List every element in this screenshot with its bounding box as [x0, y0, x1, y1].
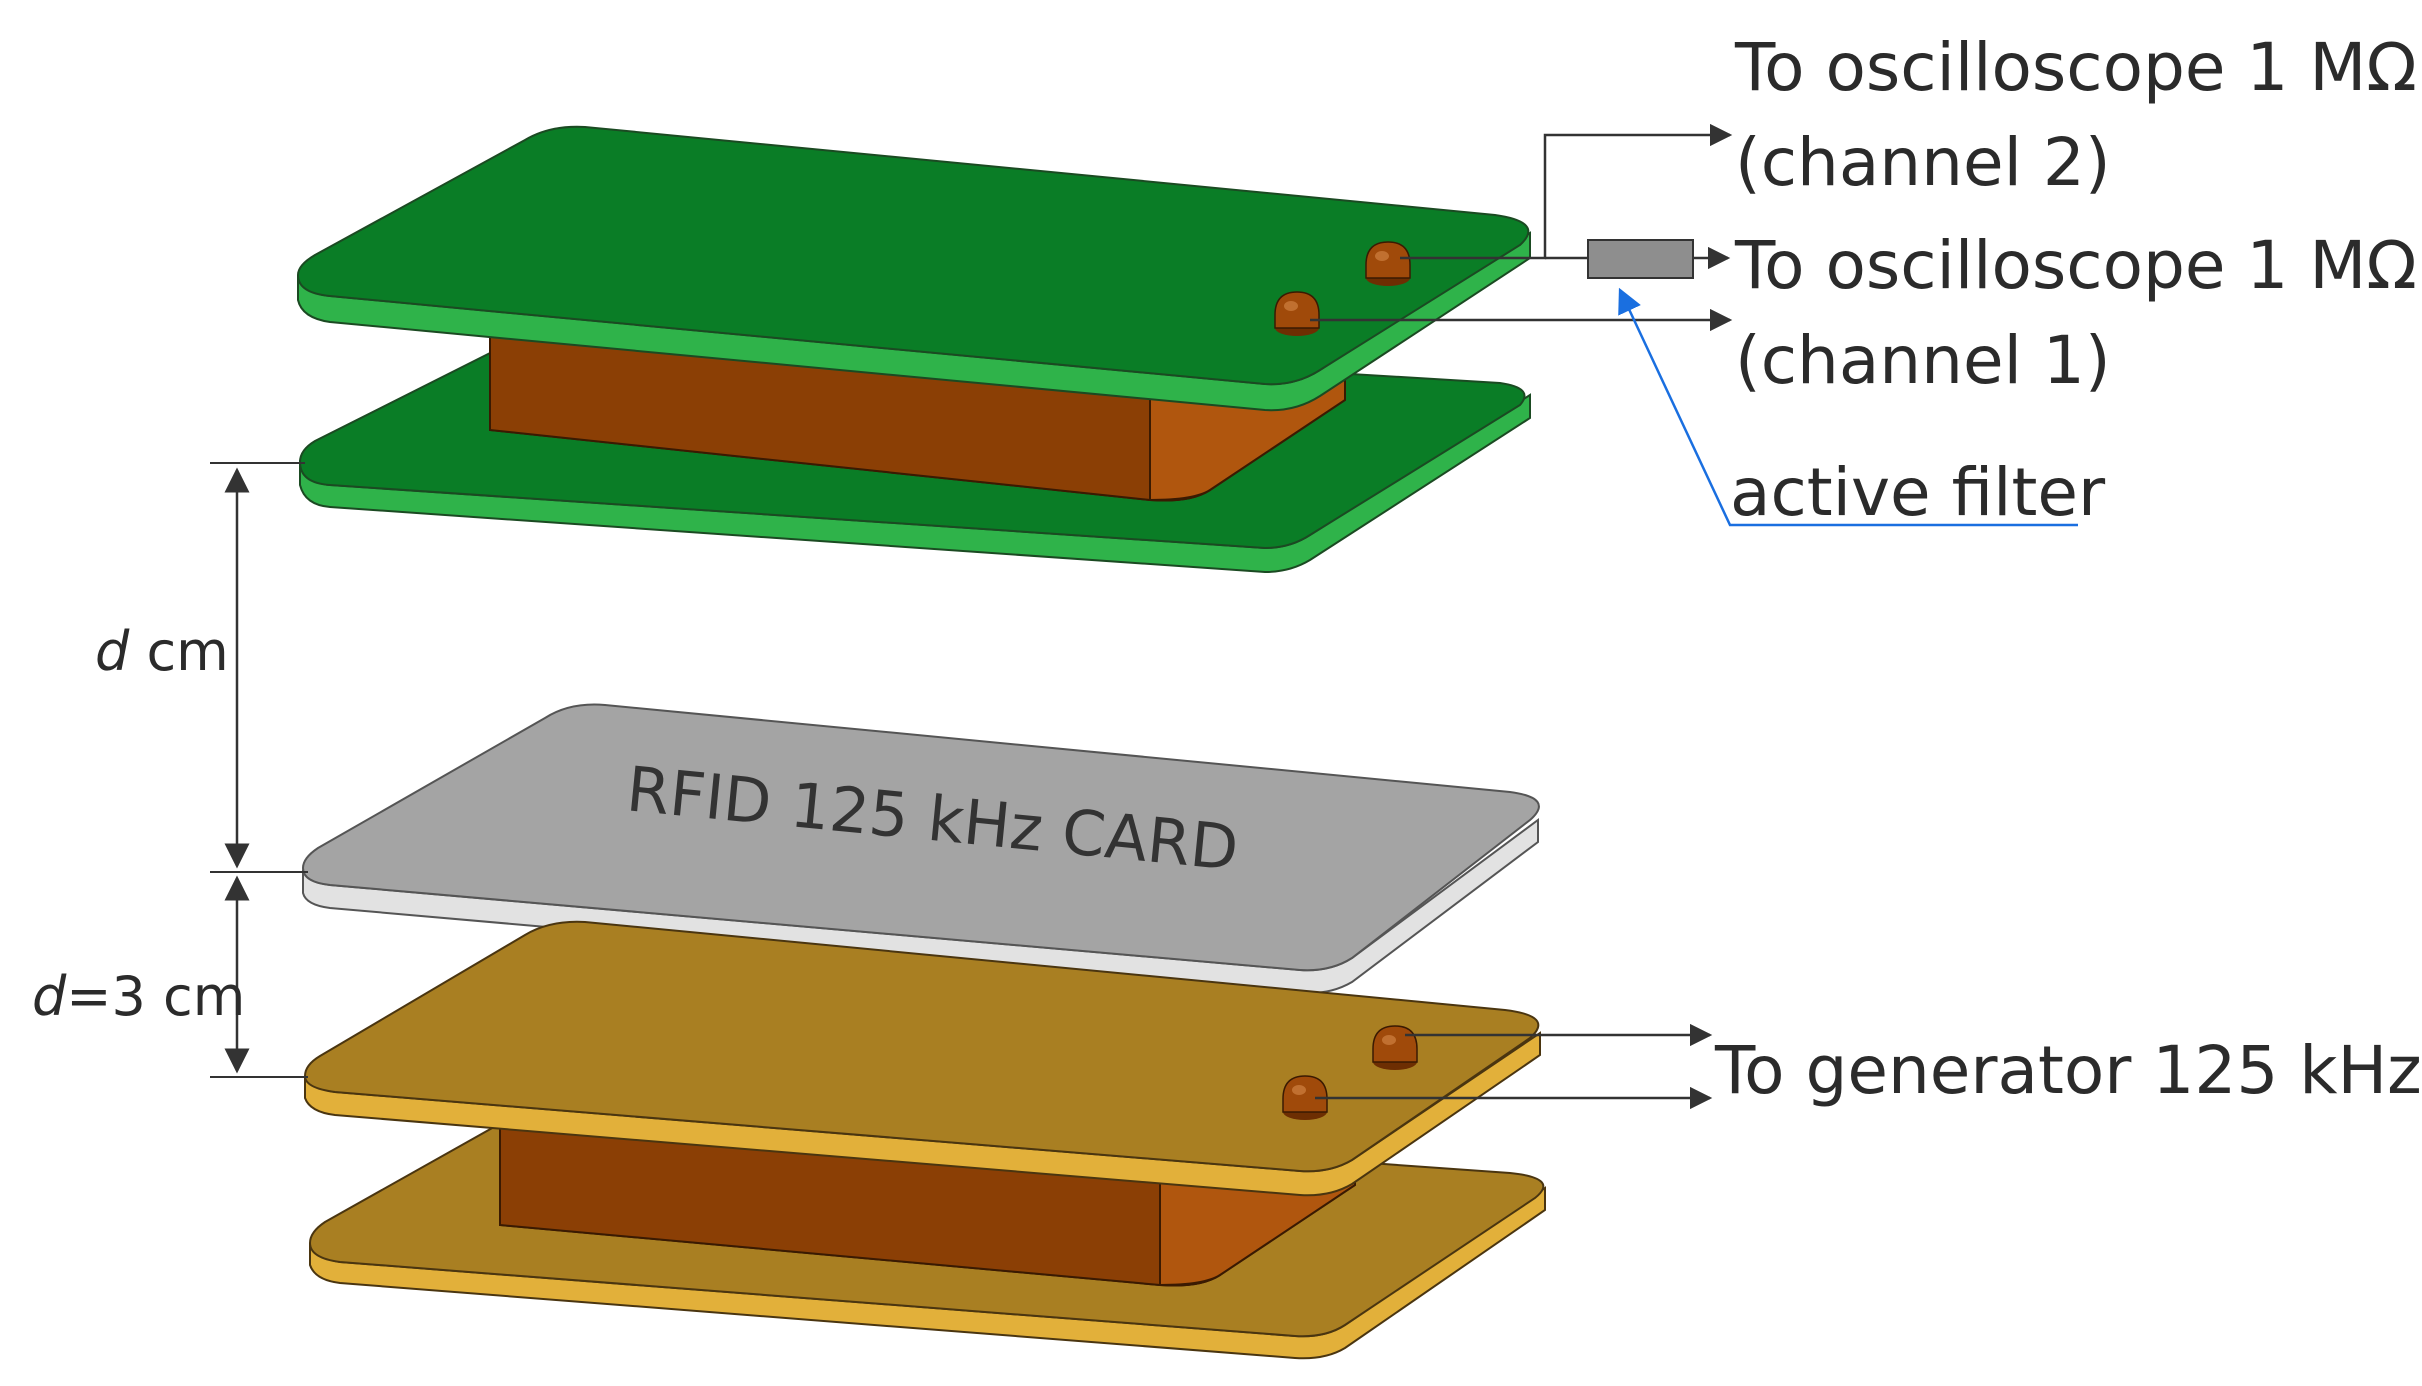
upper-distance-variable: d	[95, 620, 130, 683]
transmitter-pin-1	[1372, 1025, 1418, 1070]
channel-2-wire	[1400, 123, 1733, 260]
dimension-lower	[210, 875, 308, 1078]
transmitter-wires	[1315, 1023, 1713, 1110]
active-filter-pointer	[1618, 287, 2078, 527]
osc-channel-2-label-line1: To oscilloscope 1 MΩ	[1734, 29, 2417, 106]
osc-channel-1-label-line2: (channel 1)	[1735, 322, 2111, 399]
receiver-pin-1	[1365, 241, 1411, 286]
upper-distance-label: d cm	[95, 620, 229, 683]
transmitter-pin-2	[1282, 1075, 1328, 1120]
transmitter-coil-assembly	[303, 920, 1546, 1360]
upper-distance-unit: cm	[129, 620, 228, 683]
receiver-upper-plate	[296, 125, 1531, 412]
generator-label: To generator 125 kHz	[1714, 1032, 2422, 1109]
receiver-coil-assembly	[296, 125, 1531, 574]
active-filter-label: active filter	[1730, 454, 2106, 531]
lower-distance-label: d=3 cm	[32, 965, 245, 1028]
receiver-wires	[1310, 123, 1733, 332]
lower-distance-value: =3 cm	[66, 965, 245, 1028]
rfid-card: RFID 125 kHz CARD	[301, 703, 1540, 995]
receiver-pin-2	[1274, 291, 1320, 336]
active-filter-box	[1587, 239, 1694, 279]
osc-channel-2-label-line2: (channel 2)	[1735, 124, 2111, 201]
transmitter-upper-plate	[303, 920, 1541, 1197]
lower-distance-variable: d	[32, 965, 67, 1028]
dimension-upper	[210, 462, 308, 873]
osc-channel-1-label-line1: To oscilloscope 1 MΩ	[1734, 227, 2417, 304]
